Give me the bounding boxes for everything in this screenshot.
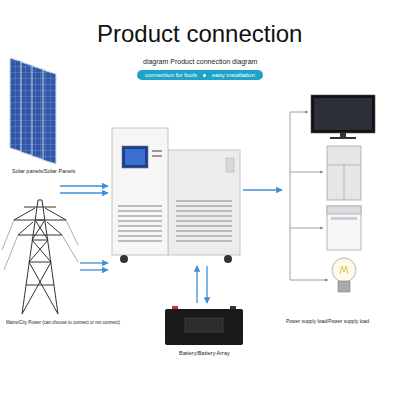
caption-label: Power supply load/Power supply load [286,318,369,324]
caption-label: diagram Product connection diagram [143,58,257,65]
caption-label: Solar panels/Solar Panels [12,168,75,174]
refrigerator [327,146,361,200]
separator-dot [203,74,206,77]
pill-text: connection for fools [145,72,197,78]
power-tower [2,200,78,314]
solar-panels [10,58,56,164]
television [311,95,375,139]
battery [165,306,243,345]
light-bulb [332,258,356,292]
pill-text: easy installation [212,72,255,78]
caption-label: Battery/Battery Array [179,350,230,356]
inverter-cabinet [112,128,240,263]
caption-label: Mains/City Power (can choose to connect … [6,320,120,325]
feature-pill: connection for fools easy installation [137,70,263,80]
title: Product connection [97,20,302,48]
load-wire [290,112,328,280]
washing-machine [327,206,361,250]
